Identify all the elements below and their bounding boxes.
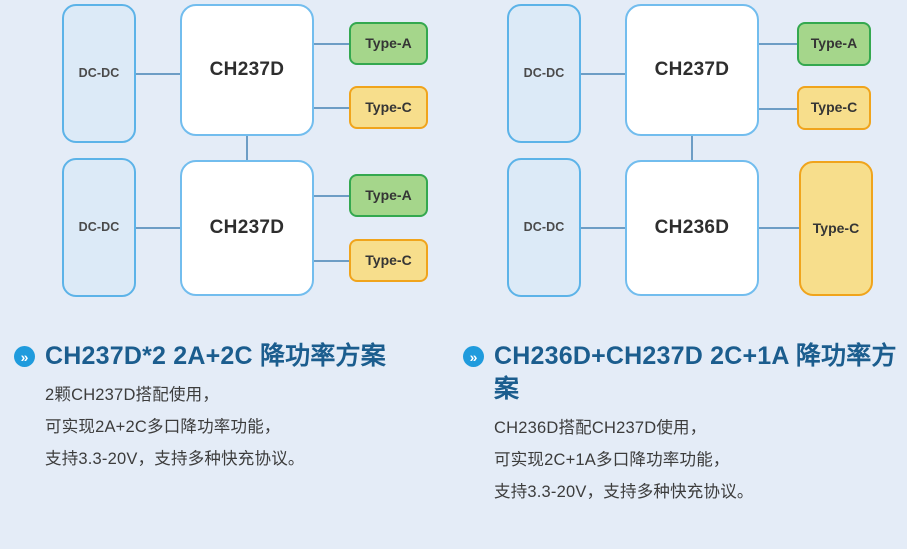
port-label: Type-C — [812, 219, 860, 236]
port-label: Type-A — [810, 35, 858, 52]
title-line-1: CH237D*2 2A+2C — [45, 342, 253, 370]
dcdc-label: DC-DC — [523, 219, 565, 234]
body-line-1: 2颗CH237D搭配使用， — [45, 386, 220, 404]
chip-block-r1[interactable]: CH237D — [625, 4, 759, 136]
chip-block-l2[interactable]: CH237D — [180, 160, 314, 296]
port-type-c-r2-tall[interactable]: Type-C — [799, 161, 873, 296]
chip-label: CH237D — [209, 216, 285, 238]
dcdc-block-l1[interactable]: DC-DC — [62, 4, 136, 143]
wire-chip-to-typec-r2 — [759, 227, 799, 229]
port-type-a-l2[interactable]: Type-A — [349, 174, 428, 217]
wire-chip-to-typec-l1 — [314, 107, 349, 109]
dcdc-label: DC-DC — [78, 219, 120, 234]
wire-chip-to-chip-left — [246, 135, 248, 161]
wire-dcdc-to-chip-r1 — [581, 73, 625, 75]
wire-dcdc-to-chip-l2 — [136, 227, 180, 229]
chip-label: CH237D — [654, 58, 730, 80]
caption-left: » CH237D*2 2A+2C 降功率方案 2颗CH237D搭配使用， 可实现… — [14, 340, 454, 476]
dcdc-block-l2[interactable]: DC-DC — [62, 158, 136, 297]
title-line-2: 降功率方案 — [259, 342, 386, 370]
port-type-c-r1[interactable]: Type-C — [797, 86, 871, 130]
port-label: Type-C — [365, 98, 412, 115]
wire-chip-to-typea-l1 — [314, 43, 349, 45]
wire-chip-to-typec-r1 — [759, 108, 797, 110]
chevron-double-right-icon: » — [463, 346, 484, 367]
body-line-3: 支持3.3-20V，支持多种快充协议。 — [494, 483, 754, 502]
body-line-2: 可实现2C+1A多口降功率功能， — [494, 451, 730, 470]
caption-left-title: CH237D*2 2A+2C 降功率方案 — [45, 340, 386, 373]
wire-chip-to-typea-l2 — [314, 195, 349, 197]
port-label: Type-C — [365, 251, 412, 268]
chip-label: CH236D — [654, 216, 730, 238]
chip-block-l1[interactable]: CH237D — [180, 4, 314, 136]
wire-chip-to-typea-r1 — [759, 43, 797, 45]
caption-right-heading: » CH236D+CH237D 2C+1A 降功率方案 — [463, 340, 907, 406]
chip-label: CH237D — [209, 58, 285, 80]
caption-left-body: 2颗CH237D搭配使用， 可实现2A+2C多口降功率功能， 支持3.3-20V… — [45, 379, 454, 476]
caption-right-body: CH236D搭配CH237D使用， 可实现2C+1A多口降功率功能， 支持3.3… — [494, 412, 907, 509]
port-label: Type-A — [365, 34, 412, 51]
caption-right-title: CH236D+CH237D 2C+1A 降功率方案 — [494, 340, 907, 406]
title-line-2: 降功率方案 — [494, 342, 897, 403]
port-label: Type-C — [810, 99, 858, 116]
port-type-c-l2[interactable]: Type-C — [349, 239, 428, 282]
wire-chip-to-typec-l2 — [314, 260, 349, 262]
dcdc-block-r1[interactable]: DC-DC — [507, 4, 581, 143]
body-line-3: 支持3.3-20V，支持多种快充协议。 — [45, 450, 305, 469]
port-type-a-r1[interactable]: Type-A — [797, 22, 871, 66]
port-type-c-l1[interactable]: Type-C — [349, 86, 428, 129]
wire-dcdc-to-chip-r2 — [581, 227, 625, 229]
title-line-1: CH236D+CH237D 2C+1A — [494, 342, 789, 370]
port-label: Type-A — [365, 186, 412, 203]
body-line-1: CH236D搭配CH237D使用， — [494, 419, 707, 437]
dcdc-block-r2[interactable]: DC-DC — [507, 158, 581, 297]
caption-left-heading: » CH237D*2 2A+2C 降功率方案 — [14, 340, 454, 373]
chip-block-r2[interactable]: CH236D — [625, 160, 759, 296]
chevron-double-right-icon: » — [14, 346, 35, 367]
dcdc-label: DC-DC — [523, 65, 565, 80]
dcdc-label: DC-DC — [78, 65, 120, 80]
port-type-a-l1[interactable]: Type-A — [349, 22, 428, 65]
wire-chip-to-chip-right — [691, 135, 693, 161]
wire-dcdc-to-chip-l1 — [136, 73, 180, 75]
body-line-2: 可实现2A+2C多口降功率功能， — [45, 418, 281, 437]
caption-right: » CH236D+CH237D 2C+1A 降功率方案 CH236D搭配CH23… — [463, 340, 907, 509]
